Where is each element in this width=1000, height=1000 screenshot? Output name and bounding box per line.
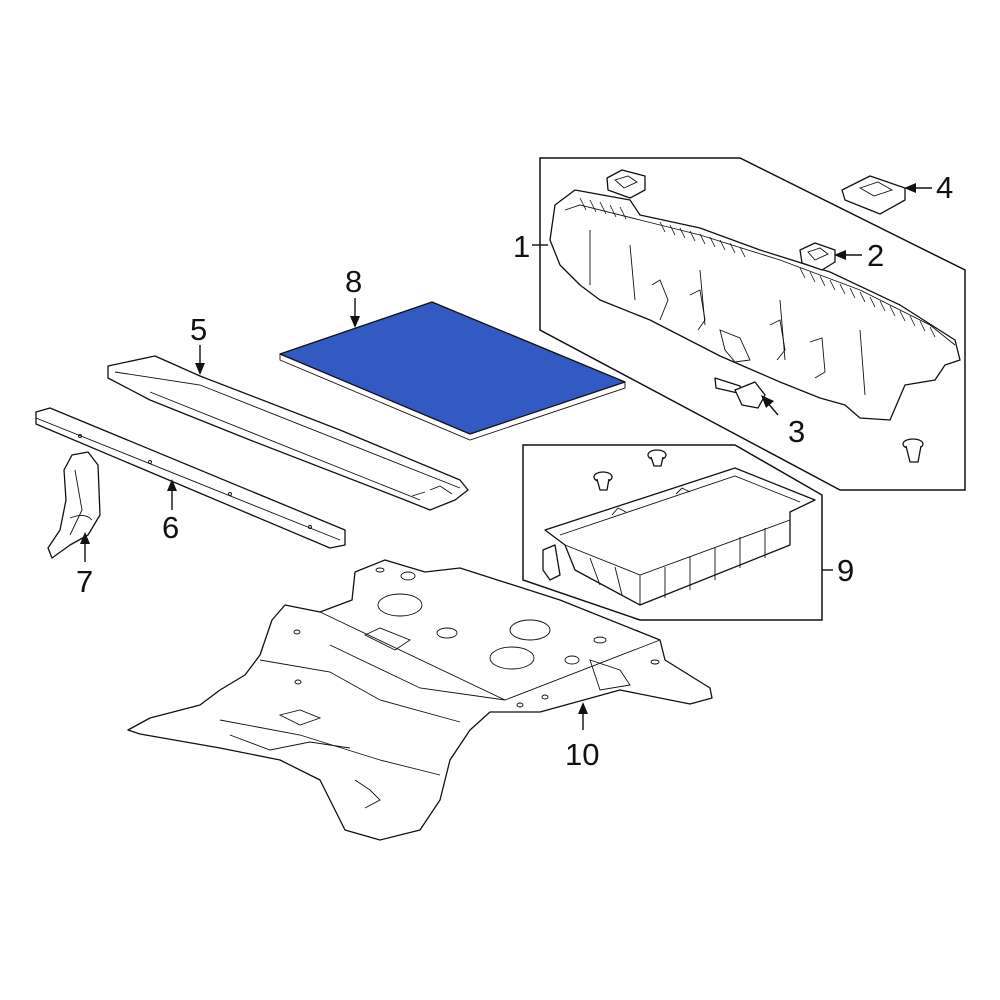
callout-label-5: 5 bbox=[190, 312, 207, 347]
callout-label-8: 8 bbox=[345, 264, 362, 299]
callout-arrow-6 bbox=[167, 479, 177, 491]
push-clip-b[interactable] bbox=[647, 449, 667, 467]
callout-arrow-3 bbox=[761, 395, 774, 408]
callout-label-1: 1 bbox=[513, 229, 530, 264]
callout-label-9: 9 bbox=[837, 553, 854, 588]
fastener[interactable] bbox=[902, 438, 924, 463]
clip-upper[interactable] bbox=[606, 169, 646, 199]
floor-pan-part-10[interactable] bbox=[127, 559, 713, 841]
callout-arrow-8 bbox=[350, 316, 360, 328]
bracket-part-7[interactable] bbox=[47, 451, 101, 559]
rear-panel-trim[interactable] bbox=[549, 189, 961, 421]
callout-arrow-2 bbox=[834, 250, 846, 260]
callout-label-3: 3 bbox=[788, 414, 805, 449]
callout-label-10: 10 bbox=[565, 737, 599, 772]
panel-part-8[interactable] bbox=[279, 301, 626, 441]
shelf-bracket-part-5[interactable] bbox=[107, 355, 469, 511]
callout-label-6: 6 bbox=[162, 510, 179, 545]
push-pin-part-3[interactable] bbox=[714, 377, 766, 409]
storage-tray-part-9[interactable] bbox=[544, 467, 816, 606]
cover-part-4[interactable] bbox=[841, 175, 906, 215]
clip-part-2[interactable] bbox=[799, 242, 836, 271]
callout-arrow-10 bbox=[578, 702, 588, 714]
callout-arrow-5 bbox=[195, 363, 205, 375]
callout-label-2: 2 bbox=[867, 238, 884, 273]
group-box-1 bbox=[539, 157, 966, 491]
group-box-9 bbox=[522, 444, 823, 621]
callout-arrow-4 bbox=[904, 183, 916, 193]
callout-label-4: 4 bbox=[936, 170, 953, 205]
push-clip-a[interactable] bbox=[593, 471, 613, 491]
rail-part-6[interactable] bbox=[35, 407, 346, 549]
callout-arrow-7 bbox=[80, 532, 90, 544]
side-bracket[interactable] bbox=[542, 544, 561, 581]
callout-label-7: 7 bbox=[76, 564, 93, 599]
